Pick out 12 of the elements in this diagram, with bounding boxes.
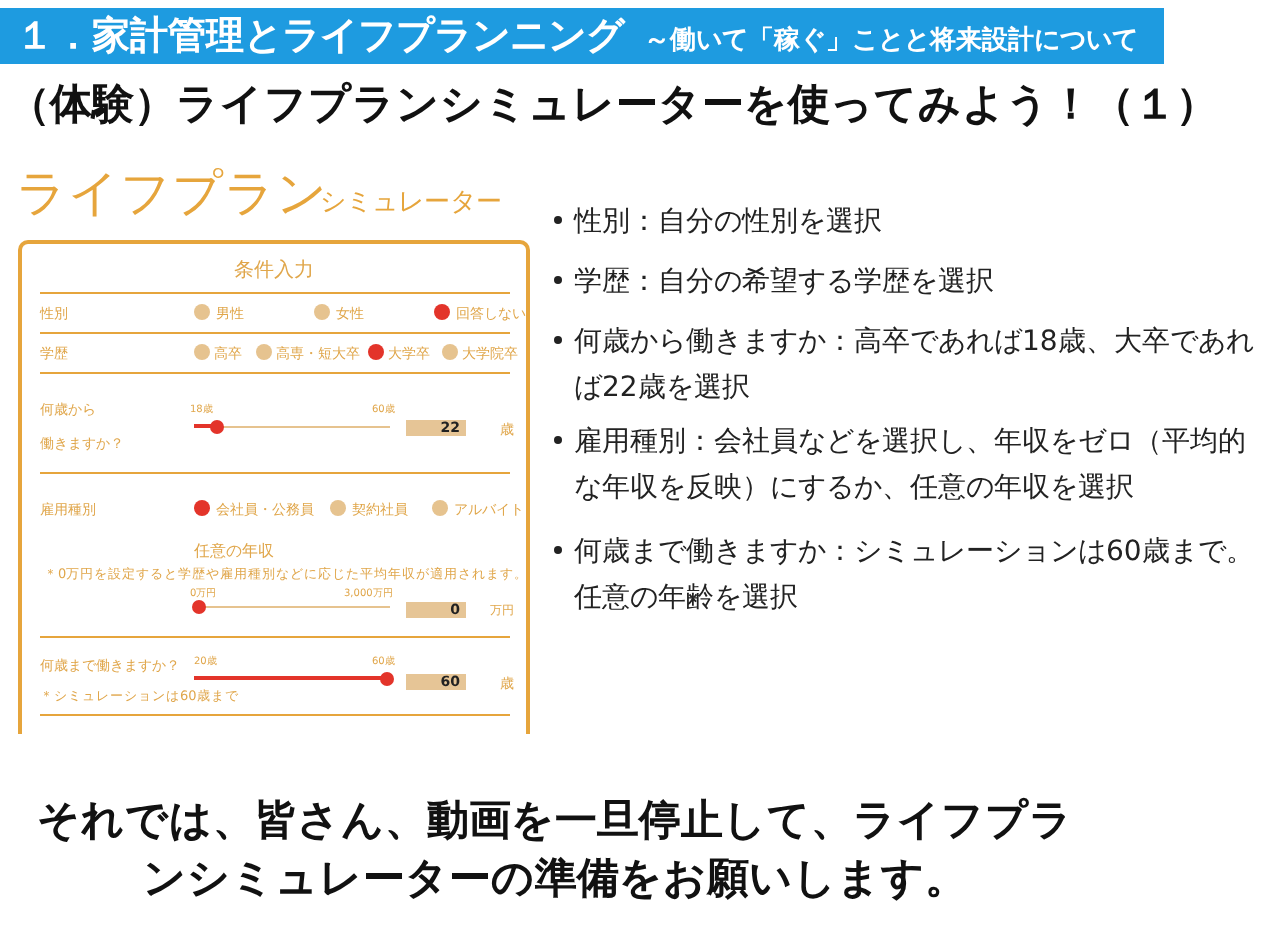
app-subtitle: シミュレーター <box>320 188 502 220</box>
bullet-text: 学歴：自分の希望する学歴を選択 <box>574 264 996 302</box>
slide-title: （体験）ライフプランシミュレーターを使ってみよう！（１） <box>8 78 1218 132</box>
bullet-text: 性別：自分の性別を選択 <box>574 204 884 242</box>
bullet-text: 雇用種別：会社員などを選択し、年収をゼロ（平均的な年収を反映）にするか、任意の年収を選択 <box>574 424 1248 508</box>
bullet-text: 何歳まで働きますか：シミュレーションは60歳まで。任意の年齢を選択 <box>574 534 1256 618</box>
subtitle-caption: それでは、皆さん、動画を一旦停止して、ライフプランシミュレーターの準備をお願いします。 <box>35 794 1075 906</box>
section-subheading: ～働いて「稼ぐ」ことと将来設計について <box>644 23 1138 58</box>
section-heading: １．家計管理とライフプランニング <box>16 12 624 62</box>
form-heading: 条件入力 <box>234 257 314 284</box>
field-label: 任意の年収 <box>194 540 274 562</box>
bullet-text: 何歳から働きますか：高卒であれば18歳、大卒であれば22歳を選択 <box>574 324 1256 408</box>
